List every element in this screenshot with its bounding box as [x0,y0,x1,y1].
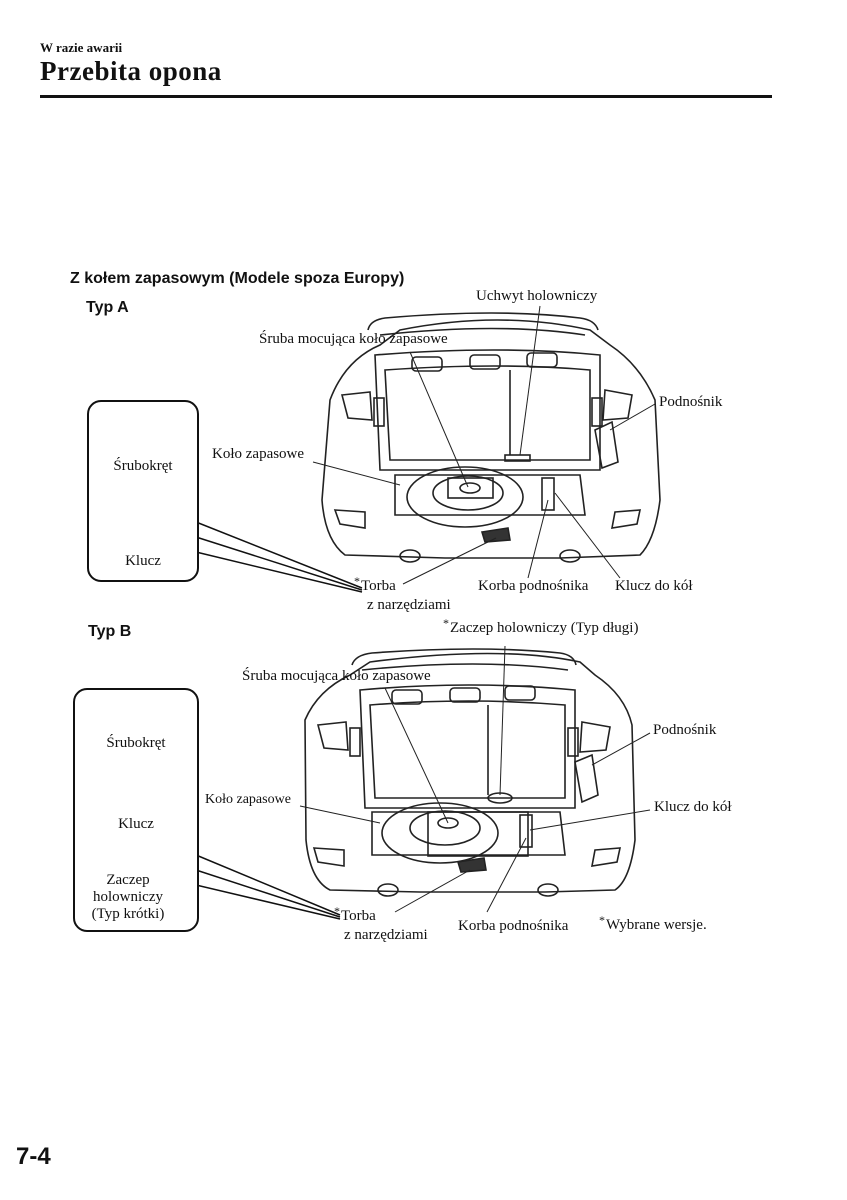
car-rear-type-a [321,312,661,563]
optional-asterisk: * [443,616,449,630]
lug-wrench-label: Klucz do kół [654,799,732,815]
type-b-leader-lines [299,645,651,913]
optional-note: *Wybrane wersje. [599,913,707,933]
tow-hook-short-label-line3: (Typ krótki) [91,906,165,922]
lug-wrench-label: Klucz do kół [615,578,693,594]
tow-hook-long-label: *Zaczep holowniczy (Typ długi) [443,616,639,636]
toolbox-pointers [195,521,363,920]
optional-asterisk: * [354,574,360,588]
page-title: Przebita opona [40,56,222,86]
spare-bolt-label: Śruba mocująca koło zapasowe [259,331,448,347]
screwdriver-label: Śrubokręt [113,458,173,474]
jack-label: Podnośnik [659,394,723,410]
type-a-toolbox: Śrubokręt Klucz [87,400,199,582]
type-b-toolbox: Śrubokręt Klucz Zaczep holowniczy (Typ k… [73,688,199,932]
type-a-label: Typ A [86,299,129,316]
section-label: W razie awarii [40,40,123,55]
optional-asterisk: * [334,904,340,918]
jack-handle-label: Korba podnośnika [458,918,569,934]
tool-bag-label: *Torba [334,904,376,924]
car-rear-type-b [304,648,636,897]
spare-bolt-label: Śruba mocująca koło zapasowe [242,668,431,684]
tool-bag-label-line2: z narzędziami [367,597,451,613]
spare-wheel-label: Koło zapasowe [205,792,291,807]
page-number: 7-4 [16,1143,51,1170]
tow-hook-short-label-line1: Zaczep [106,872,150,888]
screwdriver-label: Śrubokręt [106,735,166,751]
title-rule [40,95,772,98]
tool-bag-label: *Torba [354,574,396,594]
spare-wheel-label: Koło zapasowe [212,446,305,462]
jack-handle-label: Korba podnośnika [478,578,589,594]
type-a-leader-lines [312,305,656,585]
jack-label: Podnośnik [653,722,717,738]
tow-hook-short-label-line2: holowniczy [93,889,163,905]
wrench-label: Klucz [118,816,154,832]
optional-asterisk: * [599,913,605,927]
figure-heading: Z kołem zapasowym (Modele spoza Europy) [70,270,405,287]
type-b-label: Typ B [88,623,132,640]
tool-bag-label-line2: z narzędziami [344,927,428,943]
tow-hook-label: Uchwyt holowniczy [476,288,598,304]
wrench-label: Klucz [125,553,161,569]
